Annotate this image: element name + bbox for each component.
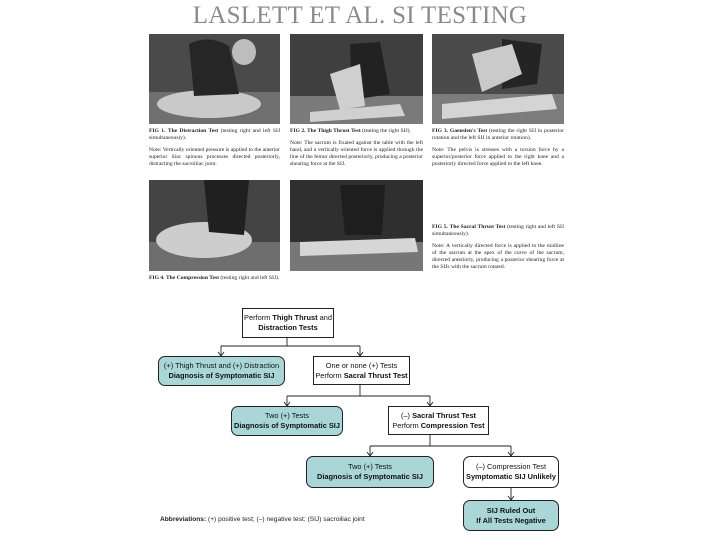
flow-two-positive-b-box: Two (+) Tests Diagnosis of Symptomatic S… — [306, 456, 434, 488]
fig5-caption: FIG 5. The Sacral Thrust Test (testing r… — [432, 224, 564, 276]
flow-two-positive-a-box: Two (+) Tests Diagnosis of Symptomatic S… — [231, 406, 343, 436]
fig2-photo — [290, 34, 423, 124]
fig4-label: FIG 4. — [149, 275, 165, 281]
abbreviations-note: Abbreviations: (+) positive test; (–) ne… — [160, 516, 365, 523]
fig1-name: The Distraction Test — [167, 128, 219, 134]
flow-neg-sacral-bold2: Compression Test — [420, 420, 485, 430]
flow-start-bold1: Thigh Thrust — [272, 313, 318, 322]
fig3-caption: FIG 3. Gaenslen's Test (testing the righ… — [432, 128, 564, 173]
flow-start-pre: Perform — [244, 313, 273, 322]
flow-start-bold2: Distraction Tests — [258, 323, 318, 332]
fig5-name: The Sacral Thrust Test — [449, 224, 506, 230]
flow-ruled-out-line1: SIJ Ruled Out — [486, 505, 536, 515]
flow-neg-compression-box: (–) Compression Test Symptomatic SIJ Unl… — [463, 456, 559, 488]
fig1-label: FIG 1. — [149, 128, 166, 134]
fig2-desc: (testing the right SIJ). — [360, 128, 411, 134]
fig5-note: Note: A vertically directed force is app… — [432, 243, 564, 270]
flow-neg-sacral-pre: (–) — [400, 410, 413, 420]
flow-one-or-none-line1: One or none (+) Tests — [325, 360, 398, 370]
flow-neg-sacral-box: (–) Sacral Thrust Test Perform Compressi… — [388, 406, 489, 435]
fig5-desc: (testing right and left SIJ simultaneous… — [432, 224, 564, 237]
fig4-caption: FIG 4. The Compression Test (testing rig… — [149, 275, 280, 287]
flow-start-mid: and — [317, 313, 332, 322]
abbreviations-label: Abbreviations: — [160, 516, 207, 523]
flow-one-or-none-bold: Sacral Thrust Test — [343, 370, 408, 380]
flow-neg-compression-line2: Symptomatic SIJ Unlikely — [466, 472, 556, 481]
fig3-label: FIG 3. — [432, 128, 449, 134]
fig2-name: The Thigh Thrust Test — [306, 128, 361, 134]
flow-one-or-none-pre: Perform — [315, 370, 344, 380]
flow-ruled-out-box: SIJ Ruled Out If All Tests Negative — [463, 500, 559, 531]
flow-two-positive-a-line2: Diagnosis of Symptomatic SIJ — [234, 421, 340, 430]
fig4-desc: (testing right and left SIJ). — [219, 275, 280, 281]
fig3-desc: (testing the right SIJ in posterior rota… — [432, 128, 564, 141]
flow-positive-both-line1: (+) Thigh Thrust and (+) Distraction — [163, 361, 280, 370]
flow-one-or-none-box: One or none (+) Tests Perform Sacral Thr… — [313, 356, 410, 385]
flow-neg-sacral-pre2: Perform — [392, 420, 421, 430]
fig1-desc: (testing right and left SIJ simultaneous… — [149, 128, 281, 141]
fig2-note: Note: The sacrum is fixated against the … — [290, 140, 423, 167]
fig4-photo — [149, 180, 280, 271]
fig1-photo — [149, 34, 280, 124]
fig4-name: The Compression Test — [165, 275, 220, 281]
fig2-label: FIG 2. — [290, 128, 306, 134]
flow-two-positive-b-line2: Diagnosis of Symptomatic SIJ — [317, 472, 423, 481]
flow-two-positive-a-line1: Two (+) Tests — [264, 411, 309, 420]
fig3-photo — [432, 34, 564, 124]
abbreviations-text: (+) positive test; (–) negative test; (S… — [206, 516, 365, 523]
flow-neg-compression-line1: (–) Compression Test — [475, 462, 547, 471]
page-title: LASLETT ET AL. SI TESTING — [192, 2, 528, 29]
flow-positive-both-line2: Diagnosis of Symptomatic SIJ — [168, 371, 275, 380]
fig2-caption: FIG 2. The Thigh Thrust Test (testing th… — [290, 128, 423, 173]
flow-neg-sacral-bold1: Sacral Thrust Test — [412, 410, 477, 420]
fig1-caption: FIG 1. The Distraction Test (testing rig… — [149, 128, 280, 173]
flow-positive-both-box: (+) Thigh Thrust and (+) Distraction Dia… — [158, 356, 285, 386]
flow-ruled-out-line2: If All Tests Negative — [476, 515, 546, 525]
flow-start-box: Perform Thigh Thrust and Distraction Tes… — [242, 308, 334, 338]
fig5-label: FIG 5. — [432, 224, 448, 230]
fig1-note: Note: Vertically oriented pressure is ap… — [149, 147, 280, 167]
fig3-name: Gaenslen's Test — [449, 128, 488, 134]
fig3-note: Note: The pelvis is stresses with a tors… — [432, 147, 564, 167]
fig5-photo — [290, 180, 423, 271]
flow-two-positive-b-line1: Two (+) Tests — [347, 462, 392, 471]
